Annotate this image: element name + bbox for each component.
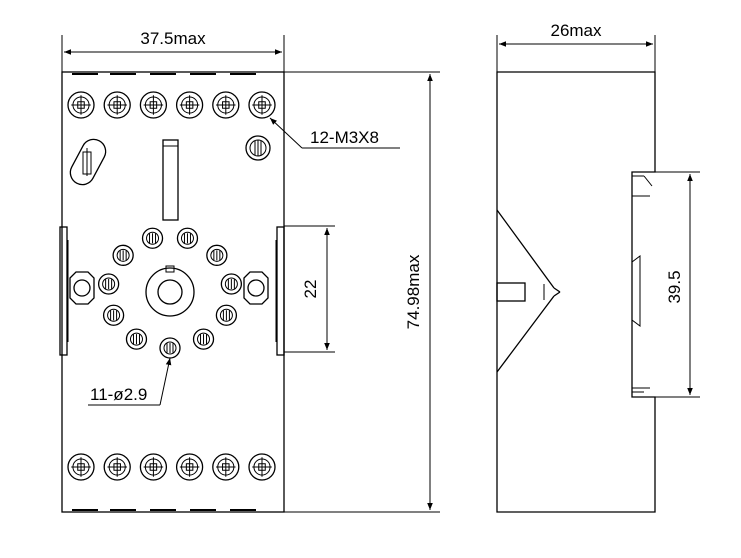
right-clip	[243, 226, 285, 356]
terminal-screw-icon	[212, 91, 240, 119]
socket-pin-hole	[192, 328, 215, 350]
dim-front-width: 37.5max	[61, 29, 285, 72]
dim-rail-span: 39.5	[652, 171, 700, 398]
dim-overall-height: 74.98max	[284, 71, 440, 513]
socket	[97, 227, 243, 359]
dim-front-width-label: 37.5max	[140, 29, 206, 48]
socket-pin-hole	[141, 227, 164, 249]
socket-pin-hole	[102, 304, 125, 326]
terminal-screw-icon	[212, 453, 240, 481]
terminal-screw-icon	[248, 453, 276, 481]
side-view: 26max 39.5	[496, 21, 700, 513]
front-view: 37.5max 22 74.98max 12-M3X8 11-ø2.9	[59, 29, 440, 513]
terminal-screw-icon	[248, 91, 276, 119]
socket-pin-hole	[125, 328, 148, 350]
left-clip	[59, 226, 95, 356]
socket-pin-hole	[159, 337, 181, 359]
callout-screws: 12-M3X8	[269, 117, 400, 149]
callout-holes-label: 11-ø2.9	[90, 385, 147, 404]
terminal-screw-icon	[67, 91, 95, 119]
terminal-screw-icon	[175, 91, 204, 119]
center-slot	[162, 139, 179, 221]
callout-holes: 11-ø2.9	[88, 357, 172, 406]
callout-screws-label: 12-M3X8	[310, 128, 379, 147]
terminal-screw-icon	[67, 453, 95, 481]
extra-screw	[245, 135, 271, 161]
dim-side-width: 26max	[496, 21, 656, 72]
rail-notch	[631, 175, 653, 393]
socket-pin-hole	[220, 273, 243, 295]
terminal-screw-icon	[139, 453, 168, 481]
terminal-screw-icon	[103, 453, 131, 481]
dim-socket-span: 22	[284, 225, 335, 353]
socket-pin-hole	[112, 244, 134, 266]
dim-rail-span-label: 39.5	[665, 270, 684, 303]
socket-pin-hole	[97, 273, 120, 295]
side-profile	[496, 209, 561, 373]
dim-socket-span-label: 22	[301, 280, 320, 299]
dim-side-width-label: 26max	[550, 21, 602, 40]
latch-icon	[69, 138, 107, 186]
socket-pin-hole	[206, 244, 228, 266]
bottom-screw-row	[67, 453, 276, 481]
dim-overall-height-label: 74.98max	[404, 254, 423, 329]
socket-pins	[97, 227, 243, 359]
side-body-outline	[496, 71, 656, 513]
socket-pin-hole	[215, 304, 238, 326]
socket-pin-hole	[176, 227, 199, 249]
top-screw-row	[67, 91, 276, 119]
terminal-screw-icon	[175, 453, 204, 481]
terminal-screw-icon	[103, 91, 131, 119]
terminal-screw-icon	[139, 91, 168, 119]
